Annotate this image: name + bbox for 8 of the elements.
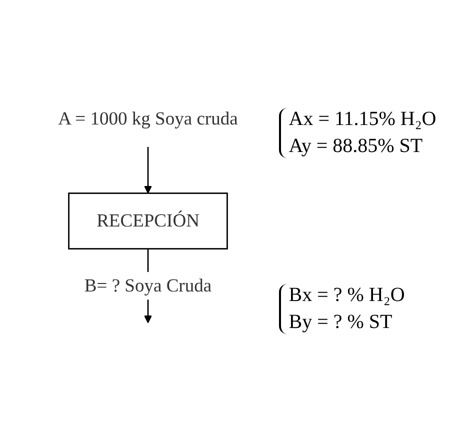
composition-text: By = ? % ST — [288, 311, 394, 334]
arrow — [144, 146, 152, 194]
composition-text: Bx = ? % H₂O — [288, 284, 406, 307]
node-text: A = 1000 kg Soya cruda — [58, 108, 238, 130]
edge-label: B= ? Soya Cruda — [84, 276, 212, 296]
composition-text: Ax = 11.15% H₂O — [288, 108, 436, 131]
node-box: RECEPCIÓN — [68, 192, 228, 250]
composition-text: Ay = 88.85% ST — [288, 135, 424, 158]
